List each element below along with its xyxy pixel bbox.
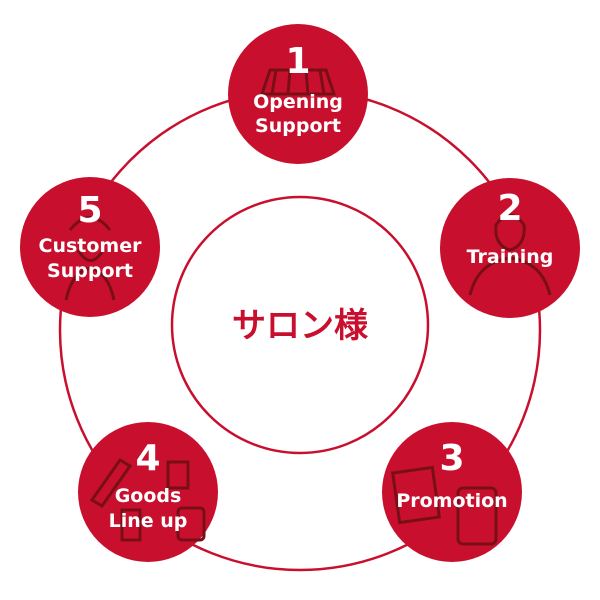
node-label-line1: Goods <box>115 485 182 507</box>
node-label-line1: Training <box>467 246 554 268</box>
node-number: 1 <box>285 41 310 82</box>
node-promotion: 3 Promotion <box>382 422 522 562</box>
node-number: 5 <box>77 190 102 231</box>
node-customer-support: 5 Customer Support <box>20 177 160 317</box>
node-circle <box>382 422 522 562</box>
node-goods-line-up: 4 Goods Line up <box>78 422 218 562</box>
shop-icon <box>259 68 337 96</box>
node-label-line1: Customer <box>39 235 143 257</box>
center-circle <box>170 195 430 455</box>
node-training: 2 Training <box>440 178 580 318</box>
node-circle <box>20 177 160 317</box>
node-circle <box>78 422 218 562</box>
person-icon <box>468 213 552 296</box>
center-label: サロン様 <box>232 306 369 346</box>
tablet-flyer-icon <box>391 465 498 546</box>
node-number: 2 <box>497 188 522 229</box>
node-number: 3 <box>439 438 464 479</box>
node-number: 4 <box>135 438 160 479</box>
headset-icon <box>64 216 116 301</box>
cosmetics-icon <box>89 457 206 542</box>
node-label-line2: Support <box>255 115 341 137</box>
node-label-line2: Line up <box>109 510 188 532</box>
node-label-line2: Support <box>47 260 133 282</box>
node-label-line1: Promotion <box>396 490 507 512</box>
node-label-line1: Opening <box>253 91 343 113</box>
node-opening-support: 1 Opening Support <box>228 24 368 164</box>
